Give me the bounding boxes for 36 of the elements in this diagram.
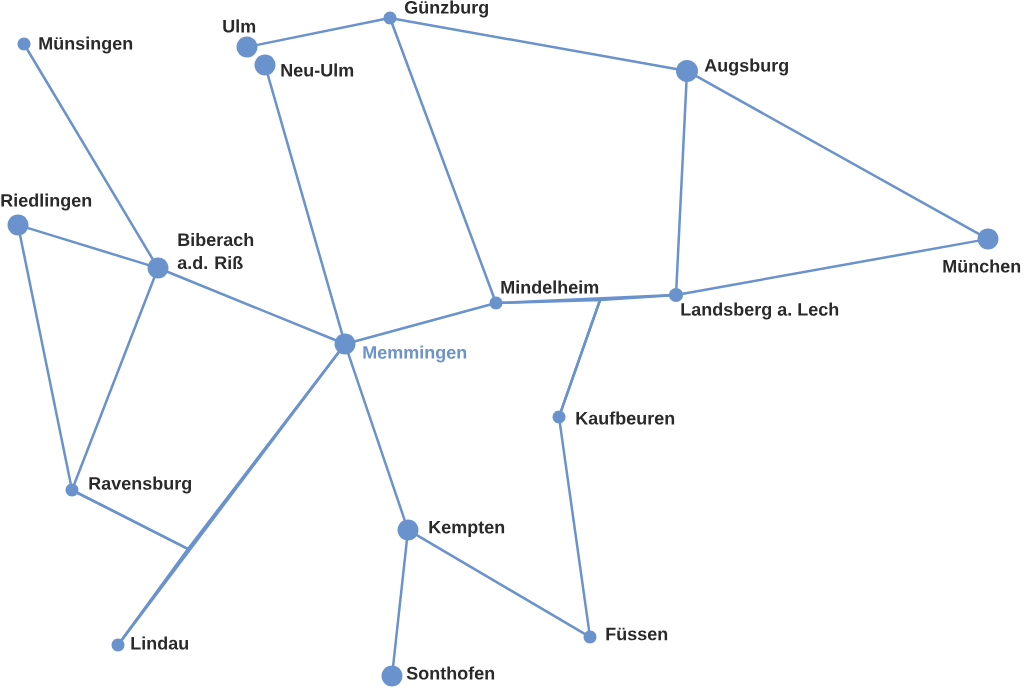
rail-line xyxy=(18,234,72,485)
rail-line xyxy=(76,491,190,641)
city-name: Kaufbeuren xyxy=(576,411,675,425)
city-name: Mindelheim xyxy=(501,280,599,294)
rail-line xyxy=(391,23,495,298)
rail-line xyxy=(558,422,591,632)
rail-line xyxy=(256,18,385,47)
rail-line xyxy=(675,80,688,290)
city-name: Riedlingen xyxy=(1,193,92,211)
rail-line xyxy=(347,352,406,522)
rail-line xyxy=(559,294,671,412)
rail-line xyxy=(391,539,409,667)
city-name: Lindau xyxy=(131,636,189,650)
rail-line xyxy=(395,17,678,71)
city-name: Landsberg a. Lech xyxy=(681,302,839,320)
city-name: Neu-Ulm xyxy=(281,63,354,77)
rail-line xyxy=(416,534,586,635)
city-name: München xyxy=(943,259,1021,273)
city-name: Ulm xyxy=(223,19,256,33)
city-name: Ravensburg xyxy=(89,476,191,494)
city-name: Biberach a.d. Riß xyxy=(177,232,254,270)
city-name: Günzburg xyxy=(404,0,488,18)
rail-line xyxy=(354,303,491,343)
city-name: Augsburg xyxy=(704,58,788,76)
city-name: Sonthofen xyxy=(406,666,495,680)
rail-line xyxy=(681,239,979,295)
city-name: Füssen xyxy=(606,627,668,641)
rail-line xyxy=(27,226,150,267)
rail-line xyxy=(73,276,156,485)
city-name: Kempten xyxy=(429,520,505,538)
rail-line xyxy=(26,48,154,261)
rail-line xyxy=(266,74,344,335)
rail-line xyxy=(695,75,980,236)
city-name: Memmingen xyxy=(363,345,467,363)
rail-line xyxy=(166,270,337,342)
city-name: Münsingen xyxy=(39,36,133,54)
